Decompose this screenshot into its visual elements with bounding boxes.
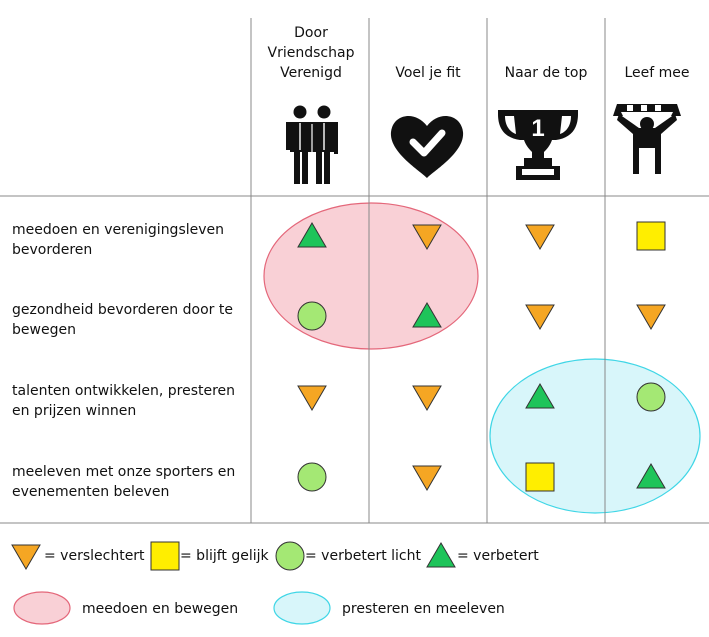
- status-square-symbol: [525, 462, 555, 492]
- header-line: Door: [294, 25, 328, 41]
- legend-square-symbol: [150, 541, 180, 571]
- status-triangle-up-symbol: [636, 463, 666, 489]
- header-line: Vriendschap: [267, 45, 355, 61]
- header-line: Voel je fit: [395, 65, 461, 81]
- group-ellipse-presteren: [489, 358, 701, 514]
- status-square-symbol: [636, 221, 666, 251]
- legend-triangle-down-symbol: [11, 544, 41, 570]
- header-line: Naar de top: [504, 65, 588, 81]
- status-circle-symbol: [297, 301, 327, 331]
- row-label-line: gezondheid bevorderen door te: [12, 302, 233, 318]
- status-triangle-down-symbol: [525, 304, 555, 330]
- row-label-gezondheid: gezondheid bevorderen door te bewegen: [12, 300, 252, 340]
- legend-circle-symbol: [275, 541, 305, 571]
- legend-label-blijft-gelijk: = blijft gelijk: [180, 548, 269, 564]
- status-triangle-down-symbol: [412, 385, 442, 411]
- column-header-leef: Leef mee: [605, 63, 709, 83]
- table-gridlines: [0, 18, 709, 524]
- status-triangle-up-symbol: [525, 383, 555, 409]
- svg-text:1: 1: [531, 115, 544, 142]
- column-header-vriendschap: Door Vriendschap Verenigd: [253, 23, 369, 83]
- row-label-meeleven: meeleven met onze sporters en evenemente…: [12, 462, 252, 502]
- column-header-fit: Voel je fit: [369, 63, 487, 83]
- status-triangle-up-symbol: [297, 222, 327, 248]
- status-triangle-down-symbol: [636, 304, 666, 330]
- group-ellipse-meedoen: [263, 202, 479, 350]
- status-triangle-down-symbol: [412, 465, 442, 491]
- legend-symbols: [11, 541, 456, 625]
- status-triangle-up-symbol: [412, 302, 442, 328]
- status-triangle-down-symbol: [412, 224, 442, 250]
- header-line: Verenigd: [280, 65, 342, 81]
- trophy-icon: 1: [498, 110, 578, 180]
- cell-symbols: [297, 221, 666, 492]
- row-label-line: meedoen en verenigingsleven: [12, 222, 225, 238]
- status-triangle-down-symbol: [297, 385, 327, 411]
- row-label-talenten: talenten ontwikkelen, presteren en prijz…: [12, 381, 252, 421]
- legend-triangle-up-symbol: [426, 542, 456, 568]
- two-people-icon: [286, 105, 338, 184]
- legend-label-verbetert-licht: = verbetert licht: [305, 548, 421, 564]
- legend-label-meedoen-bewegen: meedoen en bewegen: [82, 601, 239, 617]
- header-line: Leef mee: [624, 65, 690, 81]
- row-label-line: evenementen beleven: [12, 484, 170, 500]
- row-label-line: bevorderen: [12, 242, 93, 258]
- status-circle-symbol: [297, 462, 327, 492]
- row-label-line: meeleven met onze sporters en: [12, 464, 236, 480]
- row-label-line: talenten ontwikkelen, presteren: [12, 383, 236, 399]
- legend-label-presteren-meeleven: presteren en meeleven: [342, 601, 505, 617]
- row-label-line: en prijzen winnen: [12, 403, 137, 419]
- legend-group-ellipse: [13, 591, 71, 625]
- legend-group-ellipse: [273, 591, 331, 625]
- heart-check-icon: [390, 115, 464, 178]
- row-label-line: bewegen: [12, 322, 76, 338]
- row-label-meedoen: meedoen en verenigingsleven bevorderen: [12, 220, 252, 260]
- group-ellipses: [263, 202, 701, 514]
- column-header-top: Naar de top: [487, 63, 605, 83]
- legend-label-verslechtert: = verslechtert: [44, 548, 145, 564]
- legend-label-verbetert: = verbetert: [457, 548, 539, 564]
- status-circle-symbol: [636, 382, 666, 412]
- status-triangle-down-symbol: [525, 224, 555, 250]
- supporter-scarf-icon: [613, 104, 681, 174]
